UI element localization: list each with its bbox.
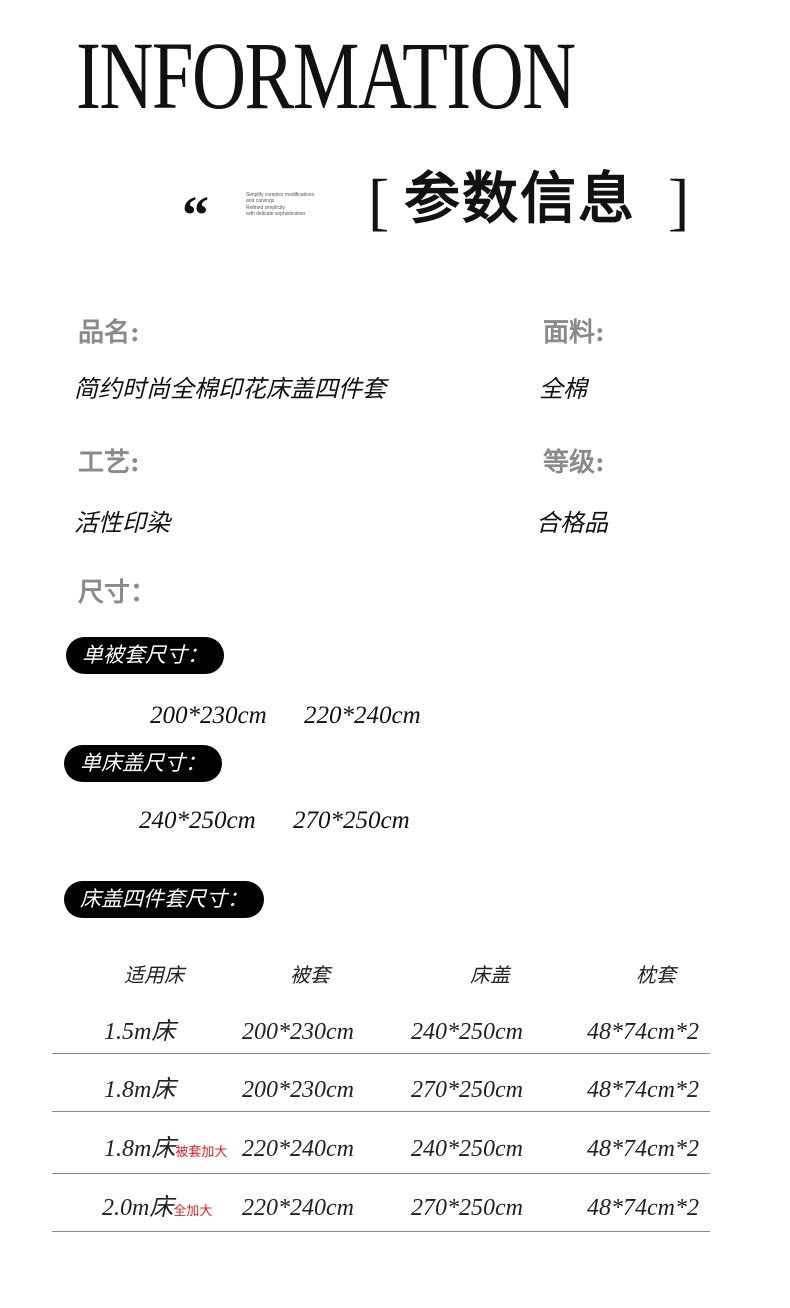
table-row-divider (52, 1053, 710, 1054)
size-label: 尺寸： (78, 578, 157, 608)
table-cell-cover: 240*250cm (411, 1136, 523, 1162)
craft-value: 活性印染 (74, 509, 170, 537)
duvet-size-value: 200*230cm (150, 702, 267, 729)
table-row-divider (52, 1231, 710, 1232)
table-cell-bed: 1.5m床 (104, 1019, 176, 1045)
table-cell-bed: 1.8m床 (104, 1077, 176, 1103)
tagline-line: and carvings (246, 198, 275, 205)
tagline: Simplify complex modifications and carvi… (246, 192, 346, 217)
cover-size-value: 270*250cm (293, 807, 410, 834)
table-row-divider (52, 1111, 710, 1112)
table-cell-duvet: 200*230cm (242, 1019, 354, 1045)
set-size-pill: 床盖四件套尺寸： (64, 881, 264, 918)
table-cell-pillow: 48*74cm*2 (587, 1077, 699, 1103)
tagline-line: with delicate sophistication (246, 210, 306, 217)
bed-size-note: 全加大 (173, 1204, 213, 1219)
duvet-size-pill: 单被套尺寸： (66, 637, 224, 674)
table-row-divider (52, 1173, 710, 1174)
cover-size-pill: 单床盖尺寸： (64, 745, 222, 782)
craft-label: 工艺: (78, 448, 140, 478)
table-cell-duvet: 220*240cm (242, 1136, 354, 1162)
grade-label: 等级: (543, 448, 605, 478)
bracket-left: [ (368, 166, 390, 237)
table-cell-cover: 270*250cm (411, 1195, 523, 1221)
table-header-duvet: 被套 (290, 963, 330, 987)
table-cell-pillow: 48*74cm*2 (587, 1019, 699, 1045)
table-cell-pillow: 48*74cm*2 (587, 1195, 699, 1221)
table-cell-bed: 1.8m床被套加大 (104, 1137, 227, 1161)
table-header-bed: 适用床 (124, 963, 184, 987)
cover-size-value: 240*250cm (139, 807, 256, 834)
tagline-line: Simplify complex modifications (246, 192, 315, 198)
bed-size: 2.0m床 (102, 1195, 174, 1221)
table-cell-cover: 240*250cm (411, 1019, 523, 1045)
name-value: 简约时尚全棉印花床盖四件套 (74, 375, 386, 403)
duvet-size-value: 220*240cm (304, 702, 421, 729)
fabric-label: 面料: (543, 318, 605, 348)
bed-size-note: 被套加大 (175, 1145, 228, 1160)
hero-title: INFORMATION (76, 22, 576, 129)
table-header-cover: 床盖 (470, 963, 510, 987)
table-cell-duvet: 200*230cm (242, 1077, 354, 1103)
table-cell-pillow: 48*74cm*2 (587, 1136, 699, 1162)
name-label: 品名: (78, 318, 140, 348)
table-cell-bed: 2.0m床全加大 (102, 1196, 212, 1220)
grade-value: 合格品 (536, 509, 608, 537)
section-title: 参数信息 (404, 167, 636, 232)
quote-mark: “ (182, 185, 209, 245)
table-header-pillow: 枕套 (636, 963, 676, 987)
bed-size: 1.8m床 (104, 1136, 176, 1162)
tagline-line: Refined simplicity (246, 204, 285, 211)
table-cell-cover: 270*250cm (411, 1077, 523, 1103)
table-cell-duvet: 220*240cm (242, 1195, 354, 1221)
fabric-value: 全棉 (539, 375, 587, 403)
bracket-right: ] (668, 166, 690, 237)
